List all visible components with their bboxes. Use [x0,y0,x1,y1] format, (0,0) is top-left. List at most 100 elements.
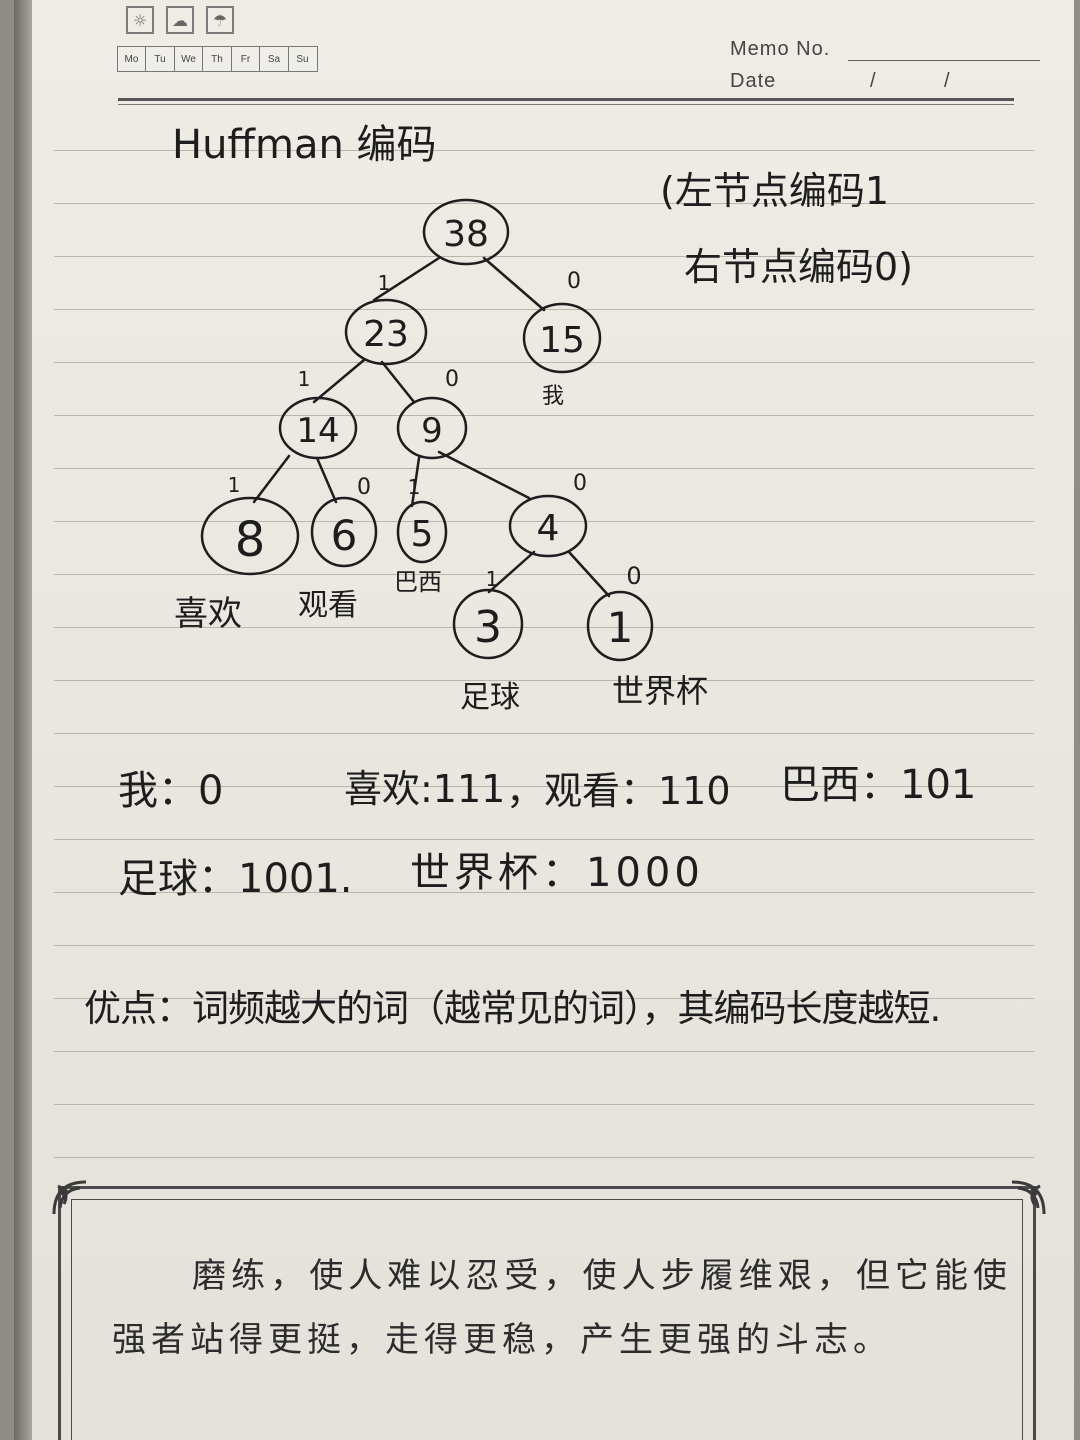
code-shijiebei: 世界杯：1000 [410,850,704,896]
node-value: 15 [539,320,585,361]
word-label: 世界杯 [612,672,709,710]
node-value: 5 [411,514,434,555]
edge-label: 0 [573,471,587,496]
weekday-boxes: Mo Tu We Th Fr Sa Su [116,46,318,72]
ruled-line [54,362,1034,363]
code-baxi: 巴西：101 [780,762,977,808]
ruled-line [54,945,1034,946]
ruled-line [54,627,1034,628]
tree-node [310,496,378,568]
weather-icons: ☼ ☁ ☂ [126,6,234,34]
edge-label: 1 [298,367,311,391]
ruled-line [54,1104,1034,1105]
ruled-line [54,150,1034,151]
corner-ornament-icon [52,1180,87,1215]
tree-node [522,302,602,374]
edge-label: 1 [228,473,241,497]
quote-text: 磨练，使人难以忍受，使人步履维艰，但它能使强者站得更挺，走得更稳，产生更强的斗志… [112,1256,1012,1360]
weekday-box: Sa [259,46,289,72]
word-label: 足球 [460,680,520,715]
code-wo: 我：0 [118,768,224,814]
tree-node [586,590,654,662]
date-separator: / [870,70,877,92]
tree-node [452,588,524,660]
node-value: 6 [331,511,358,560]
code-guankan: ，观看：110 [506,769,731,813]
ruled-line [54,839,1034,840]
tree-edge [315,456,338,504]
tree-edge [372,256,441,302]
weekday-box: Su [287,46,318,72]
date-label: Date [730,70,777,92]
tree-edge [482,256,546,312]
tree-node [344,298,428,366]
node-value: 38 [443,214,489,255]
quote-frame [58,1186,1036,1440]
memo-block: Memo No. Date / / [730,38,1040,102]
tree-node [508,494,588,558]
sun-icon: ☼ [126,6,154,34]
edge-label: 1 [378,271,391,295]
node-value: 1 [607,603,634,652]
node-value: 23 [363,314,409,355]
tree-node [396,500,448,564]
ruled-line [54,256,1034,257]
tree-edge [567,550,611,598]
notebook-page: ☼ ☁ ☂ Mo Tu We Th Fr Sa Su Memo No. Date… [14,0,1074,1440]
memo-number-line: Memo No. [730,38,1040,70]
ruled-line [54,203,1034,204]
edge-label: 1 [486,567,499,591]
tree-node [422,198,510,266]
tree-edge [312,358,366,404]
ruled-line [54,574,1034,575]
edge-label: 0 [445,367,459,392]
corner-ornament-icon [1011,1180,1046,1215]
note-title: Huffman 编码 [172,122,437,168]
code-xihuan: 喜欢:111 [344,767,506,811]
edge-label: 0 [626,562,641,590]
header-rule-thin [118,104,1014,105]
umbrella-icon: ☂ [206,6,234,34]
rule-note-line2: 右节点编码0) [684,245,914,289]
node-value: 4 [537,508,560,549]
page-binding [14,0,32,1440]
tree-edge [437,450,531,500]
weekday-box: Fr [230,46,261,72]
ruled-line [54,1157,1034,1158]
cloud-icon: ☁ [166,6,194,34]
word-label: 巴西 [394,568,442,596]
node-value: 3 [474,602,502,653]
ruled-line [54,733,1034,734]
ruled-line [54,998,1034,999]
ruled-line [54,415,1034,416]
tree-node [200,496,300,576]
edge-label: 1 [408,475,421,499]
header-rule [118,98,1014,101]
tree-node [396,396,468,460]
edge-label: 0 [357,475,371,500]
tree-edge [410,456,421,508]
word-label: 我 [542,384,565,409]
rule-note-line1: (左节点编码1 [660,169,890,213]
advantage-note: 优点：词频越大的词（越常见的词），其编码长度越短. [84,987,941,1030]
memo-label: Memo No. [730,38,831,60]
ruled-line [54,680,1034,681]
weekday-box: Th [202,46,232,72]
ruled-line [54,468,1034,469]
tree-node [278,396,358,460]
footer-quote: 磨练，使人难以忍受，使人步履维艰，但它能使强者站得更挺，走得更稳，产生更强的斗志… [112,1244,1012,1372]
ruled-line [54,892,1034,893]
word-label: 喜欢 [174,594,242,634]
ruled-line [54,786,1034,787]
code-zuqiu: 足球：1001. [118,856,353,902]
ruled-line [54,521,1034,522]
weekday-box: We [173,46,204,72]
date-line: Date / / [730,70,1040,102]
node-value: 8 [235,512,266,568]
huffman-tree: 38 23 15 14 9 8 6 5 4 3 1 1 0 1 0 1 0 1 … [200,198,654,662]
node-value: 9 [421,411,443,451]
ruled-line [54,1051,1034,1052]
word-label: 观看 [298,588,358,623]
date-separator: / [944,70,951,92]
tree-edge [487,550,536,594]
